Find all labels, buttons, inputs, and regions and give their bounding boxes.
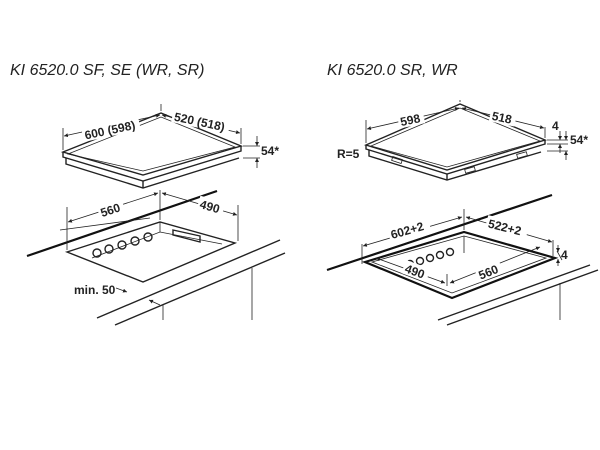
right-frame-label: 4 <box>552 119 559 133</box>
right-depth-label: 518 <box>491 109 514 127</box>
left-cutout-depth-label: 490 <box>198 197 221 216</box>
right-cutout-depth-label: 490 <box>403 262 427 282</box>
right-hob-dimensions: 598 518 4 54* R=5 <box>337 100 588 161</box>
left-hob-dimensions: 600 (598) 520 (518) 54* <box>62 104 279 168</box>
left-min-edge-label: min. 50 <box>74 283 116 297</box>
left-depth-label: 520 (518) <box>173 110 226 134</box>
right-outer-depth-label: 522+2 <box>487 217 523 239</box>
left-height-label: 54* <box>261 144 279 158</box>
left-model-title: KI 6520.0 SF, SE (WR, SR) <box>10 62 205 79</box>
left-width-label: 600 (598) <box>83 118 136 142</box>
left-cutout-dimensions: 560 490 min. 50 <box>66 190 239 306</box>
right-radius-label: R=5 <box>337 147 360 161</box>
left-connection-ports <box>92 232 153 258</box>
right-height-label: 54* <box>570 133 588 147</box>
right-width-label: 598 <box>399 111 422 129</box>
right-model-title: KI 6520.0 SR, WR <box>327 62 458 79</box>
left-cutout-width-label: 560 <box>99 200 123 220</box>
left-countertop-cutout <box>26 189 286 326</box>
right-recess-label: 4 <box>561 248 568 262</box>
right-hob <box>363 103 548 181</box>
right-countertop-cutout <box>326 193 599 326</box>
